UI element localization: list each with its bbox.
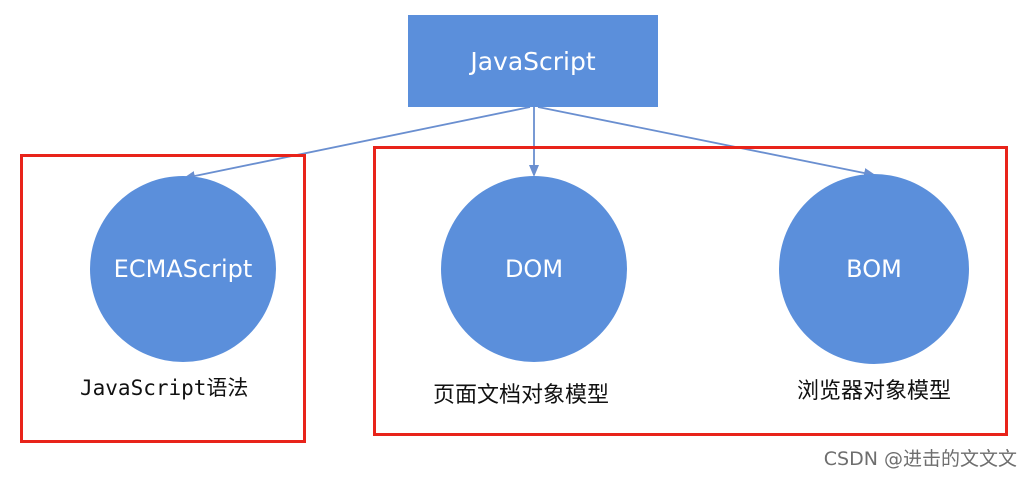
dom-caption: 页面文档对象模型 [433, 383, 610, 408]
javascript-root-node: JavaScript [408, 15, 658, 107]
ecmascript-caption: JavaScript语法 [80, 376, 249, 400]
dom-node-label: DOM [504, 255, 564, 283]
dom-node: DOM [441, 176, 627, 362]
bom-node: BOM [779, 174, 969, 364]
bom-caption: 浏览器对象模型 [797, 379, 952, 404]
ecmascript-node-label: ECMAScript [113, 255, 253, 283]
ecmascript-node: ECMAScript [90, 176, 276, 362]
javascript-root-label: JavaScript [470, 46, 596, 76]
arrow-to-bom [537, 106, 876, 178]
arrow-to-ecmascript [183, 106, 531, 181]
web-apis-group-frame [373, 146, 1008, 436]
ecmascript-group-frame [20, 154, 306, 443]
csdn-watermark: CSDN @进击的文文文 [823, 448, 1017, 470]
bom-node-label: BOM [846, 255, 902, 283]
